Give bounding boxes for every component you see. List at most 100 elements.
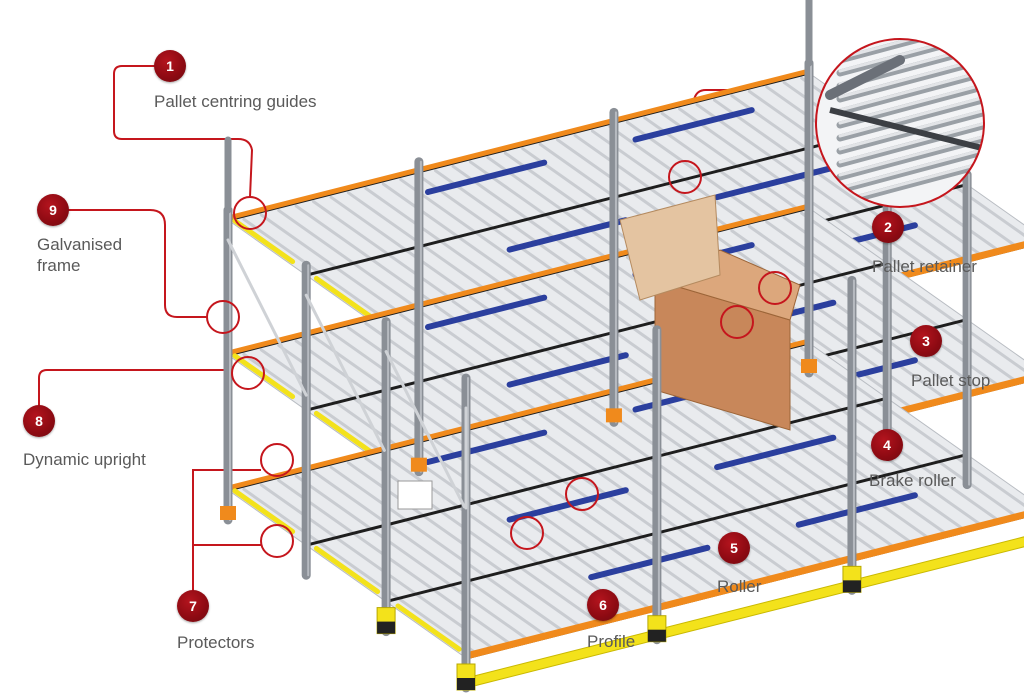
highlight-ring	[260, 524, 294, 558]
centring-guide	[425, 159, 548, 195]
centring-guide	[506, 352, 629, 388]
callout-badge-1: 1	[154, 50, 186, 82]
callout-badge-4: 4	[871, 429, 903, 461]
upright-foot	[410, 457, 427, 472]
zoom-roller	[836, 68, 984, 116]
frame-brace	[226, 238, 308, 397]
highlight-ring	[758, 271, 792, 305]
leader-line	[113, 65, 254, 198]
roller	[434, 439, 669, 606]
roller	[277, 478, 512, 646]
profile-rail	[304, 126, 889, 277]
protector-stripe	[377, 621, 396, 634]
upright-foot	[801, 359, 817, 373]
centring-guide	[506, 487, 629, 523]
callout-badge-7: 7	[177, 590, 209, 622]
leader-line	[192, 469, 261, 606]
roller	[486, 426, 721, 593]
zoom-roller	[836, 120, 984, 168]
roller	[643, 386, 878, 553]
protector-stripe	[457, 678, 475, 690]
roller	[782, 351, 1017, 518]
label-pallet-retainer: Pallet retainer	[872, 257, 977, 276]
zoom-roller-shine	[838, 39, 984, 73]
frame-brace	[384, 350, 466, 509]
centring-guide	[632, 107, 755, 143]
label-dynamic-upright: Dynamic upright	[23, 450, 146, 469]
label-brake-roller: Brake roller	[869, 471, 956, 490]
centring-guide	[588, 544, 711, 581]
roller	[573, 403, 808, 571]
zoom-roller	[836, 159, 984, 207]
roller	[608, 395, 843, 562]
upright-foot	[220, 506, 236, 520]
upright-foot	[605, 408, 622, 423]
roller	[521, 417, 756, 584]
highlight-ring	[668, 160, 702, 194]
centring-guide	[714, 434, 837, 471]
roller	[590, 399, 826, 566]
zoom-retainer-bar	[829, 107, 984, 153]
entry-guide	[313, 545, 381, 595]
highlight-ring	[233, 196, 267, 230]
callout-badge-2: 2	[872, 211, 904, 243]
label-pallet-stop: Pallet stop	[911, 371, 991, 390]
zoom-roller-shine	[838, 159, 984, 203]
roller	[800, 211, 1024, 372]
roller	[416, 443, 651, 610]
zoom-roller-shine	[838, 39, 984, 60]
entry-guide	[313, 410, 381, 460]
highlight-ring	[510, 516, 544, 550]
leader-line	[38, 369, 232, 421]
entry-guide	[232, 488, 296, 535]
roller	[678, 107, 913, 274]
zoom-frame	[815, 38, 985, 208]
roller	[242, 487, 477, 654]
zoom-roller	[836, 146, 984, 194]
highlight-ring	[231, 356, 265, 390]
highlight-ring	[260, 443, 294, 477]
callout-badge-6: 6	[587, 589, 619, 621]
roller	[747, 224, 983, 392]
callout-badge-5: 5	[718, 532, 750, 564]
roller	[782, 216, 1017, 383]
roller	[294, 474, 529, 641]
roller	[712, 233, 948, 400]
roller	[329, 465, 564, 632]
zoom-roller	[836, 94, 984, 142]
roller	[556, 408, 791, 575]
zoom-retainer-shaft	[825, 55, 905, 100]
centring-guide	[425, 294, 548, 330]
highlight-circles	[206, 160, 792, 558]
frame-brace	[304, 293, 386, 452]
info-plate	[397, 480, 433, 510]
carton-rear	[619, 194, 721, 301]
zoom-roller-shine	[838, 120, 984, 164]
roller	[312, 470, 547, 637]
protector-stripe	[842, 580, 861, 593]
protector-stripe	[647, 629, 666, 642]
leader-line	[53, 209, 207, 318]
zoom-roller-shine	[838, 146, 984, 190]
label-roller: Roller	[717, 577, 762, 596]
centring-guide	[714, 164, 837, 201]
front-beam	[462, 511, 1024, 660]
label-profile: Profile	[587, 632, 636, 651]
roller	[503, 421, 738, 588]
roller	[451, 434, 686, 602]
roller	[625, 390, 861, 557]
profile-rail	[384, 453, 969, 604]
callout-badge-9: 9	[37, 194, 69, 226]
rack-structure	[220, 0, 1024, 693]
label-galvanised-frame: Galvanised frame	[37, 235, 123, 275]
entry-guide	[313, 275, 381, 325]
callout-badge-3: 3	[910, 325, 942, 357]
roller	[712, 98, 948, 265]
roller	[800, 346, 1024, 507]
callout-badge-8: 8	[23, 405, 55, 437]
highlight-ring	[565, 477, 599, 511]
highlight-ring	[720, 305, 754, 339]
label-protectors: Protectors	[177, 633, 255, 652]
centring-guide	[506, 217, 629, 253]
